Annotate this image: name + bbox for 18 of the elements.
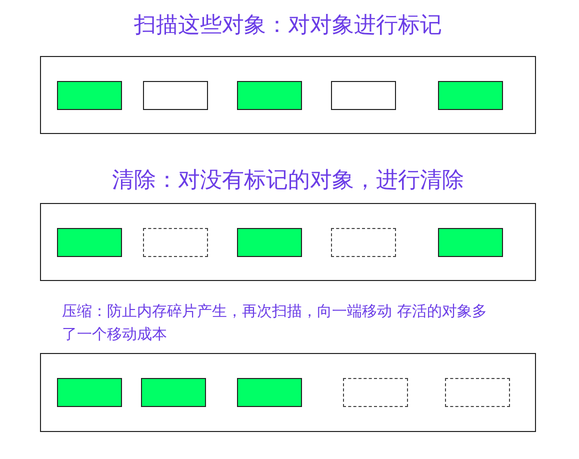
- object-box: [57, 228, 122, 257]
- object-box: [57, 378, 122, 407]
- freed-slot: [331, 228, 396, 257]
- heading: 扫描这些对象：对对象进行标记: [133, 12, 443, 40]
- object-box: [438, 228, 503, 257]
- object-box: [237, 228, 302, 257]
- object-box: [237, 81, 302, 110]
- object-box: [57, 81, 122, 110]
- object-box: [141, 378, 206, 407]
- object-box: [331, 81, 396, 110]
- freed-slot: [343, 378, 408, 407]
- object-box: [237, 378, 302, 407]
- heading: 清除：对没有标记的对象，进行清除: [111, 167, 465, 195]
- object-box: [438, 81, 503, 110]
- object-box: [143, 81, 208, 110]
- heading: 压缩：防止内存碎片产生，再次扫描，向一端移动 存活的对象多了一个移动成本: [62, 301, 487, 345]
- freed-slot: [445, 378, 510, 407]
- freed-slot: [143, 228, 208, 257]
